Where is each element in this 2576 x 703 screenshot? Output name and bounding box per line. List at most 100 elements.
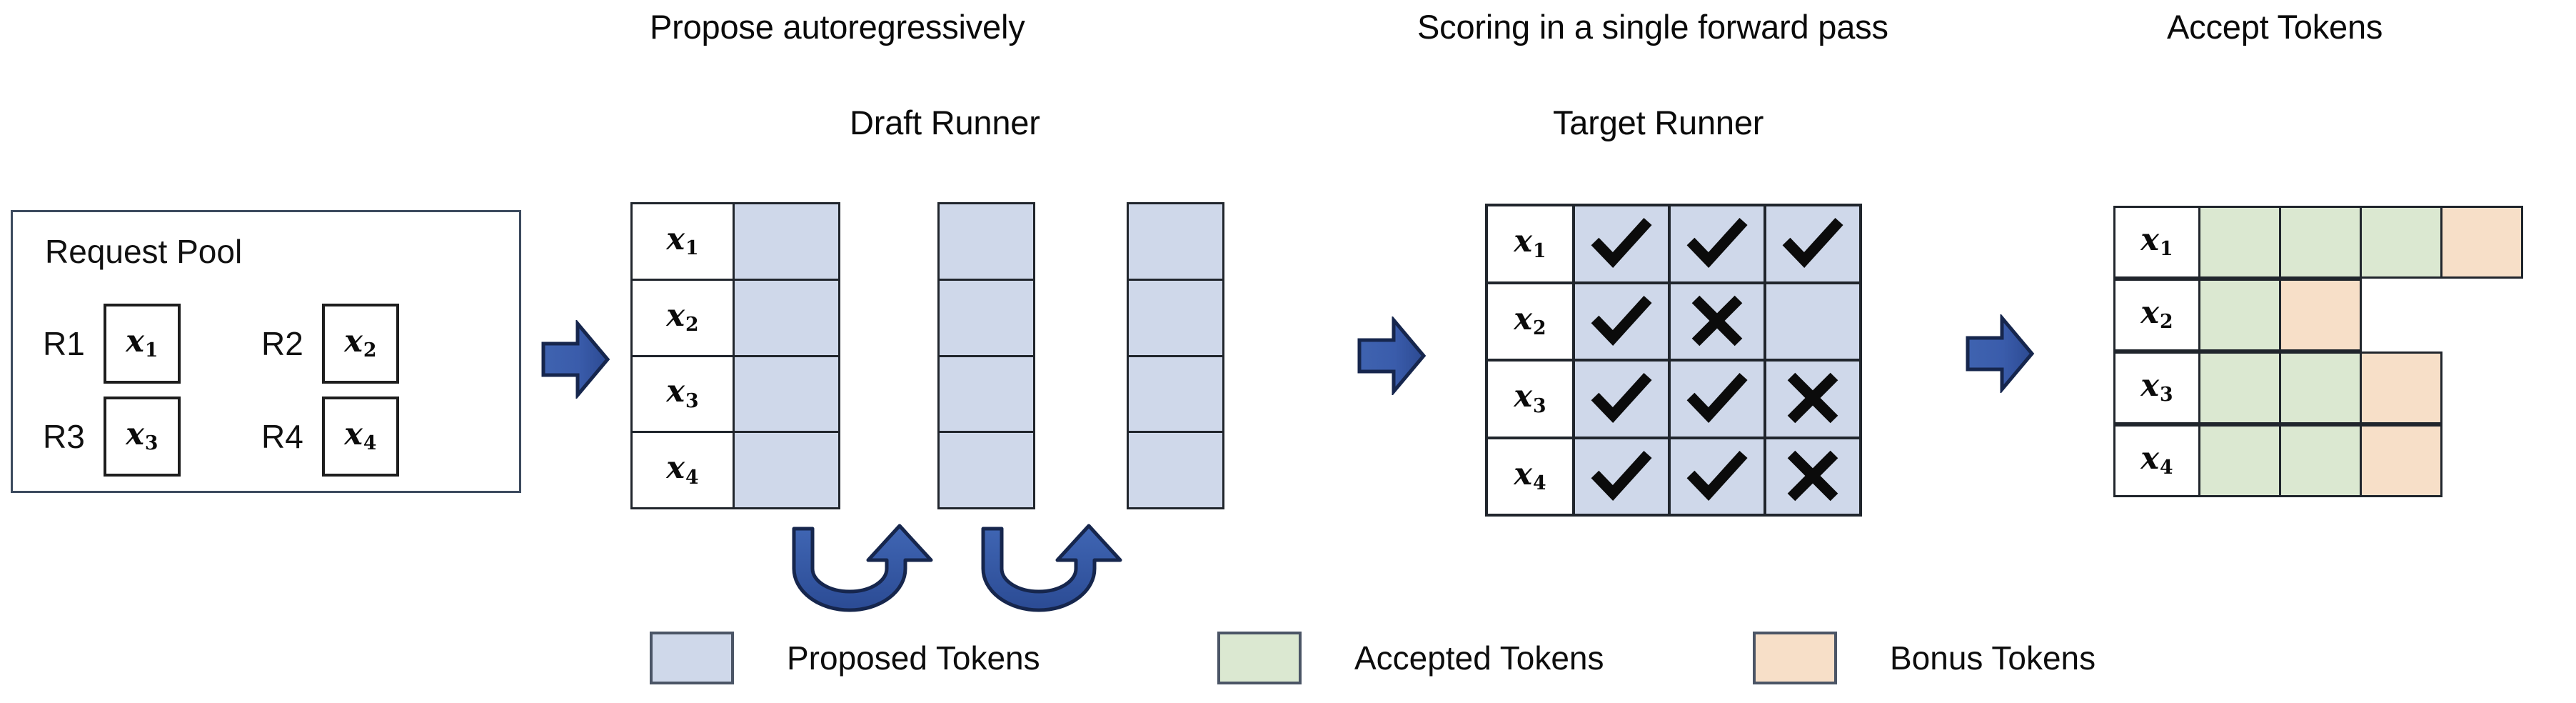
request-token-box-r4: x4 (321, 397, 399, 477)
accept-cell-accepted (2200, 206, 2281, 279)
request-item-r3[interactable]: R3 x3 (43, 397, 181, 477)
token-x1: x1 (126, 323, 159, 362)
accept-cell-accepted (2362, 206, 2442, 279)
accept-row-x4: x4 (2113, 424, 2442, 497)
legend-item-bonus: Bonus Tokens (1753, 632, 2095, 684)
title-scoring-single-forward-pass: Scoring in a single forward pass (1417, 8, 1888, 46)
target-cell-check (1671, 362, 1766, 437)
accept-tokens-grid: x1 x2 x3 x4 (2113, 206, 2542, 506)
cross-icon (1786, 372, 1840, 425)
accept-cell-bonus (2362, 352, 2442, 424)
loop-arrow-step2-to-step3 (967, 500, 1174, 614)
accept-row-label-x1: x1 (2113, 206, 2200, 279)
target-cell-check (1575, 362, 1671, 437)
title-propose-autoregressively: Propose autoregressively (650, 8, 1025, 46)
flow-arrow-target-to-accept (1965, 314, 2035, 393)
token-x4: x4 (344, 416, 377, 455)
draft-row-label-x1: x1 (633, 204, 735, 279)
target-row-label-x3: x3 (1488, 362, 1575, 437)
accept-cell-accepted (2281, 352, 2362, 424)
accept-row-x3: x3 (2113, 352, 2442, 424)
request-label-r4: R4 (261, 418, 303, 455)
accept-cell-accepted (2281, 206, 2362, 279)
draft-row-label-x3: x3 (633, 357, 735, 432)
draft-proposed-cell (940, 357, 1033, 434)
legend-swatch-accepted (1217, 632, 1302, 684)
target-cell-empty (1766, 284, 1859, 359)
title-target-runner: Target Runner (1553, 104, 1764, 141)
legend-swatch-proposed (650, 632, 734, 684)
accept-cell-bonus (2281, 279, 2362, 352)
target-row-x1: x1 (1488, 206, 1859, 284)
draft-proposed-cell (1129, 281, 1222, 357)
draft-proposed-cell (735, 204, 838, 279)
target-cell-check (1766, 206, 1859, 281)
draft-proposed-cell (940, 204, 1033, 281)
draft-proposed-cell (940, 281, 1033, 357)
title-accept-tokens: Accept Tokens (2167, 8, 2383, 46)
request-label-r3: R3 (43, 418, 85, 455)
draft-proposed-cell (735, 433, 838, 507)
request-item-r2[interactable]: R2 x2 (261, 304, 399, 384)
check-icon (1591, 450, 1652, 503)
target-cell-cross (1766, 362, 1859, 437)
draft-proposed-cell (1129, 433, 1222, 507)
draft-proposed-cell (1129, 204, 1222, 281)
target-row-x3: x3 (1488, 362, 1859, 439)
target-row-label-x2: x2 (1488, 284, 1575, 359)
accept-cell-accepted (2200, 424, 2281, 497)
accept-cell-accepted (2281, 424, 2362, 497)
check-icon (1782, 217, 1843, 270)
target-row-label-x1: x1 (1488, 206, 1575, 281)
request-label-r1: R1 (43, 325, 85, 362)
legend-label-accepted: Accepted Tokens (1354, 639, 1604, 677)
target-cell-check (1575, 439, 1671, 514)
cross-icon (1786, 450, 1840, 503)
draft-runner-step-3 (1127, 202, 1224, 509)
target-cell-cross (1671, 284, 1766, 359)
draft-proposed-cell (735, 357, 838, 432)
draft-row-label-x2: x2 (633, 280, 735, 355)
draft-row: x1 (633, 204, 838, 281)
request-pool-panel: Request Pool R1 x1 R2 x2 R3 x3 R4 x4 (11, 210, 521, 493)
draft-row: x4 (633, 433, 838, 507)
accept-row-label-x4: x4 (2113, 424, 2200, 497)
target-cell-check (1575, 206, 1671, 281)
request-pool-title: Request Pool (45, 233, 243, 270)
legend-label-proposed: Proposed Tokens (787, 639, 1040, 677)
draft-runner-step-1: x1 x2 x3 x4 (630, 202, 840, 509)
target-cell-cross (1766, 439, 1859, 514)
target-row-x2: x2 (1488, 284, 1859, 362)
accept-cell-accepted (2200, 352, 2281, 424)
target-cell-check (1671, 439, 1766, 514)
target-runner-grid: x1 x2 (1485, 204, 1862, 517)
legend-swatch-bonus (1753, 632, 1837, 684)
accept-row-label-x2: x2 (2113, 279, 2200, 352)
target-row-x4: x4 (1488, 439, 1859, 514)
accept-cell-accepted (2200, 279, 2281, 352)
draft-row: x2 (633, 280, 838, 357)
check-icon (1591, 217, 1652, 270)
request-item-r1[interactable]: R1 x1 (43, 304, 181, 384)
loop-arrow-step1-to-step2 (778, 500, 985, 614)
legend-item-proposed: Proposed Tokens (650, 632, 1040, 684)
title-draft-runner: Draft Runner (850, 104, 1040, 141)
request-item-r4[interactable]: R4 x4 (261, 397, 399, 477)
check-icon (1591, 295, 1652, 348)
check-icon (1591, 372, 1652, 425)
target-row-label-x4: x4 (1488, 439, 1575, 514)
accept-cell-bonus (2442, 206, 2523, 279)
token-x2: x2 (344, 323, 377, 362)
legend-label-bonus: Bonus Tokens (1890, 639, 2096, 677)
flow-arrow-pool-to-draft (540, 320, 610, 399)
accept-row-x2: x2 (2113, 279, 2362, 352)
flow-arrow-draft-to-target (1357, 316, 1427, 395)
accept-cell-bonus (2362, 424, 2442, 497)
draft-proposed-cell (1129, 357, 1222, 434)
draft-row-label-x4: x4 (633, 433, 735, 507)
legend-item-accepted: Accepted Tokens (1217, 632, 1604, 684)
target-cell-check (1575, 284, 1671, 359)
draft-row: x3 (633, 357, 838, 434)
request-token-box-r2: x2 (321, 304, 399, 384)
